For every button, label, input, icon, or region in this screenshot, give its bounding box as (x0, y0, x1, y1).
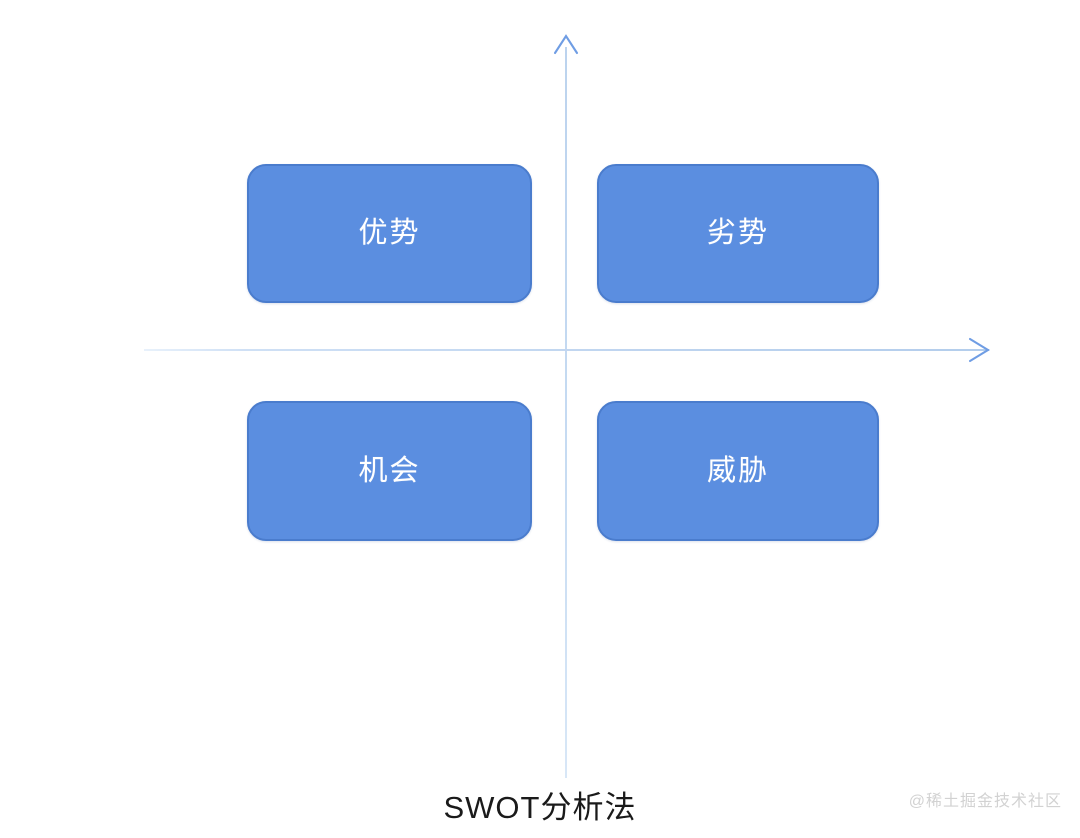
quadrant-strength-box[interactable]: 优势 (247, 164, 532, 303)
diagram-caption: SWOT分析法 (443, 790, 637, 825)
quadrant-threat-label: 威胁 (706, 454, 769, 487)
quadrant-strength-label: 优势 (358, 217, 421, 249)
quadrant-opportunity-label: 机会 (358, 454, 421, 487)
axis-right-arrow-icon (967, 337, 991, 363)
axis-up-arrow-icon (553, 33, 579, 55)
vertical-axis-line (565, 47, 567, 778)
horizontal-axis-line (144, 349, 989, 351)
quadrant-opportunity-box[interactable]: 机会 (247, 401, 532, 541)
quadrant-weakness-label: 劣势 (706, 217, 769, 249)
quadrant-threat-box[interactable]: 威胁 (597, 401, 879, 541)
quadrant-weakness-box[interactable]: 劣势 (597, 164, 879, 303)
watermark: @稀土掘金技术社区 (908, 793, 1062, 810)
